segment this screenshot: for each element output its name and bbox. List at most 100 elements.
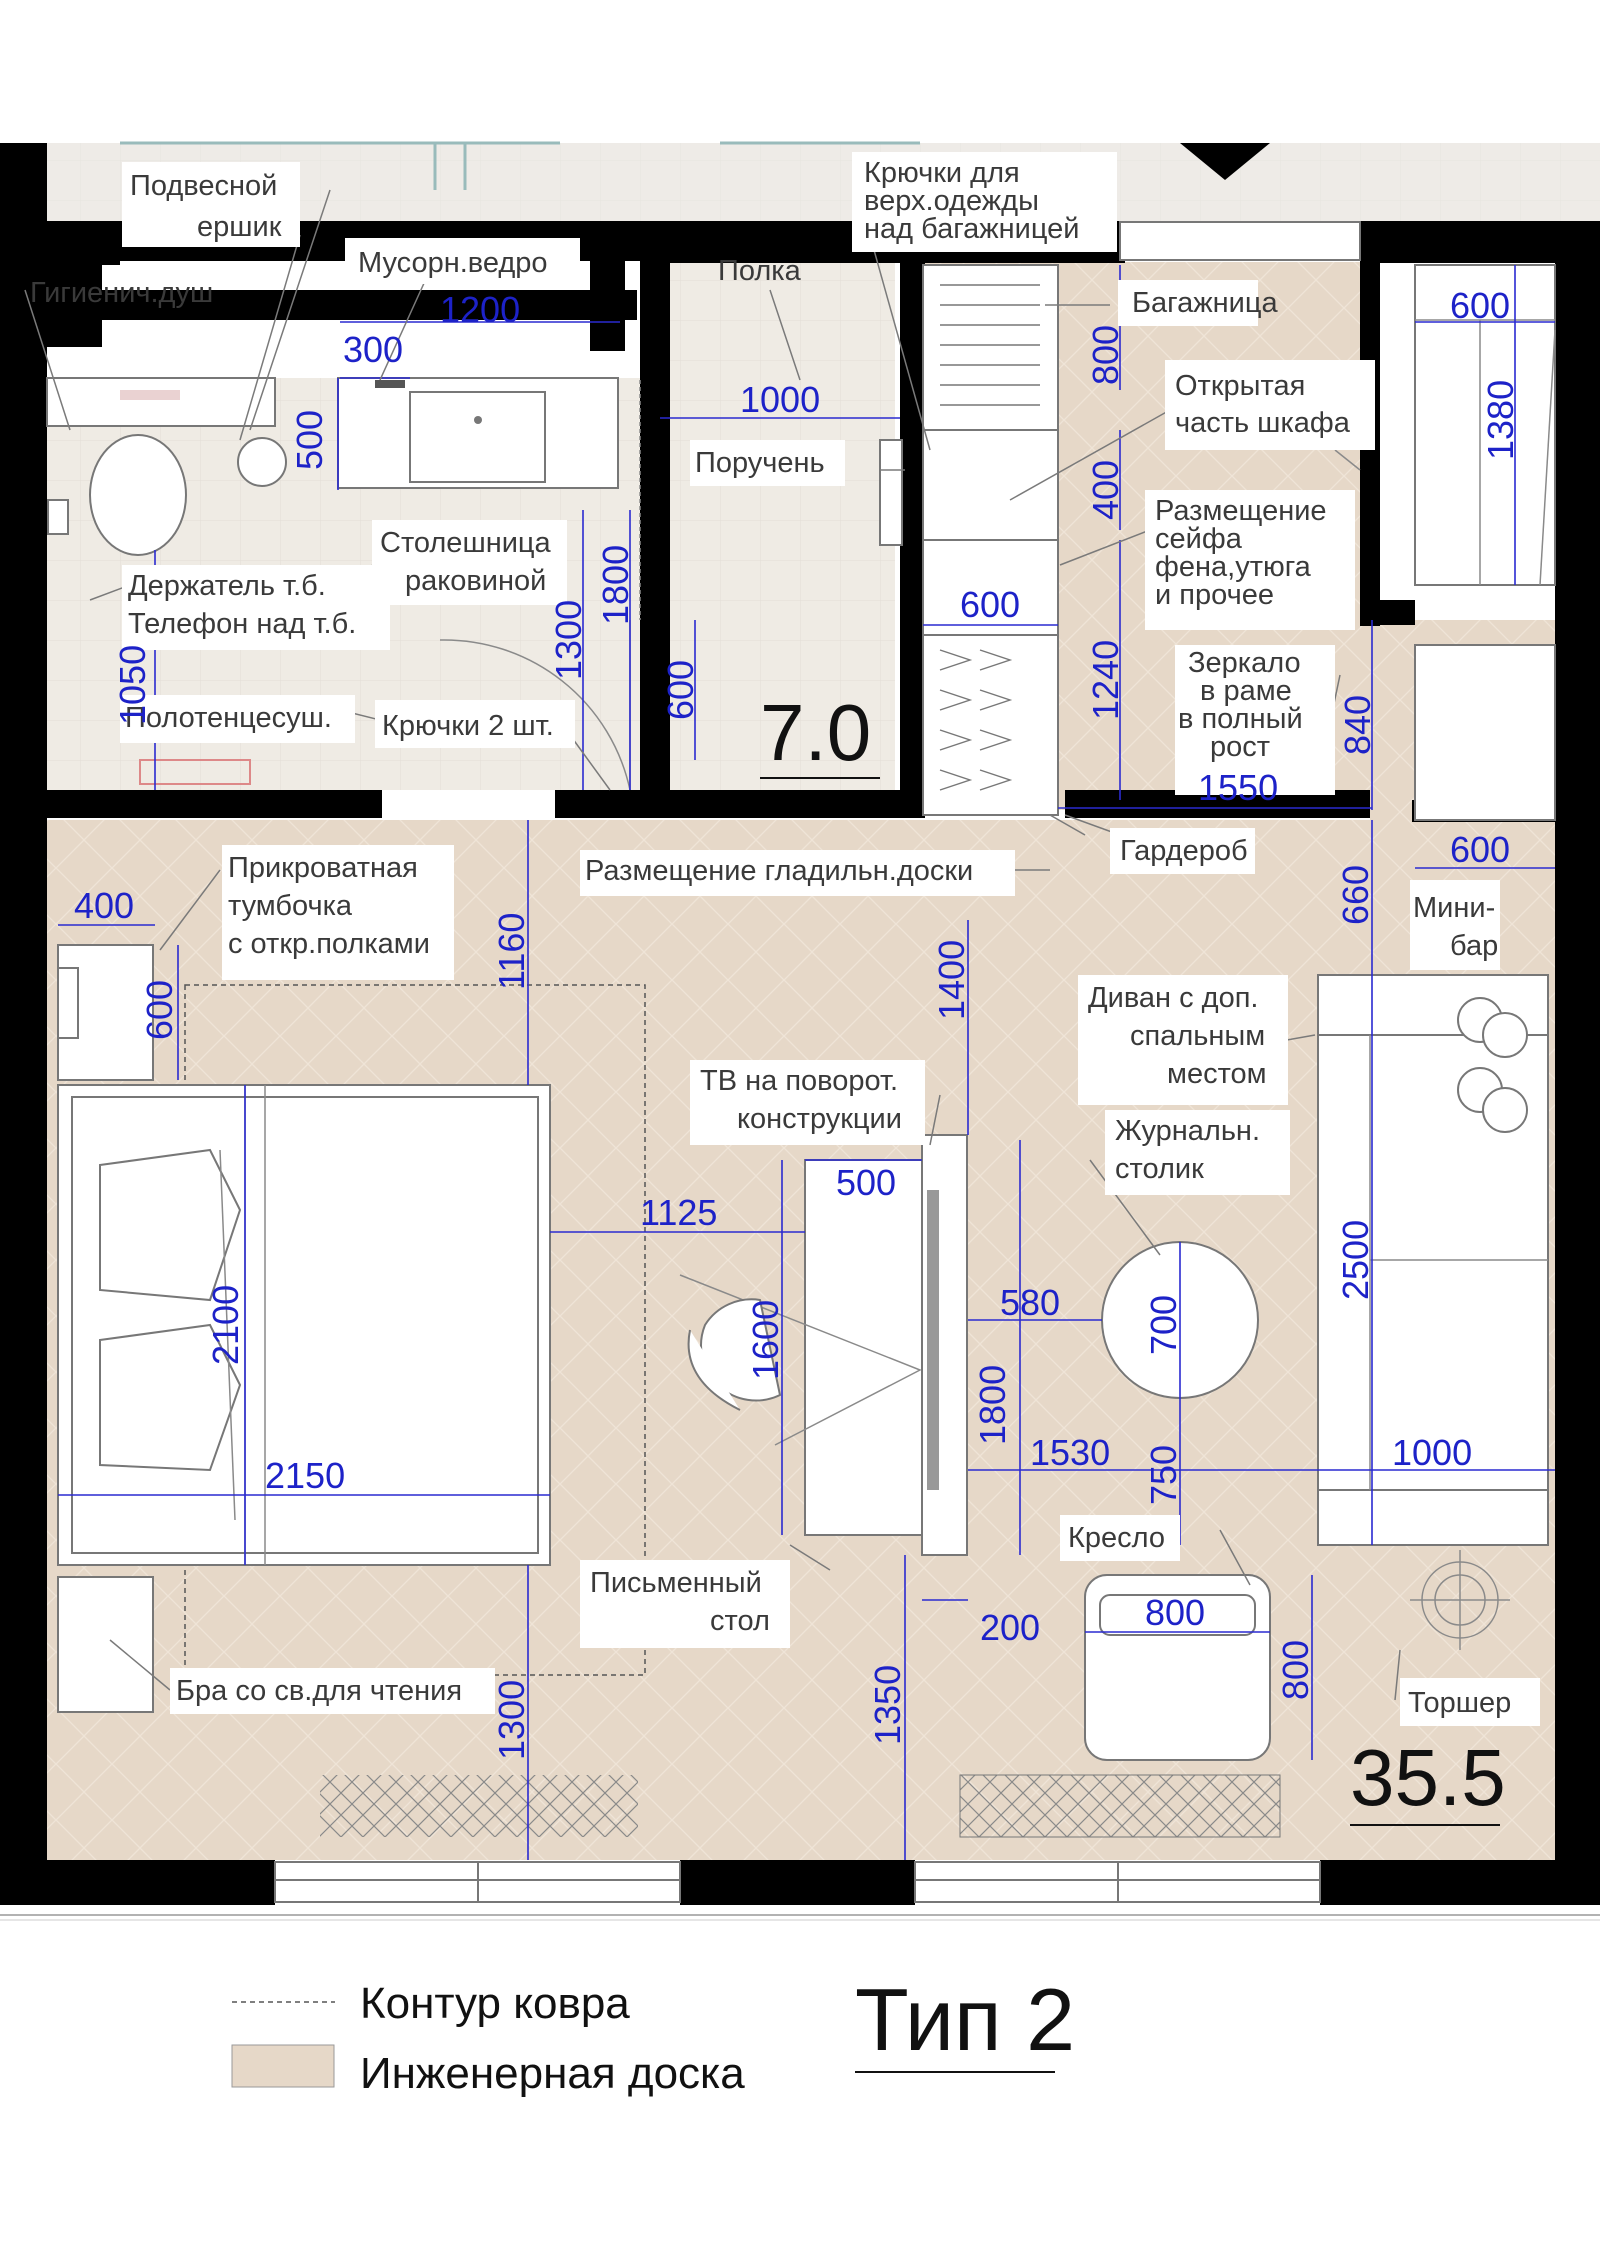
label-countertop: Столешница	[380, 527, 552, 559]
svg-text:фена,утюга: фена,утюга	[1155, 551, 1312, 583]
label-hanging-brush: Подвесной	[130, 170, 277, 202]
floor-lamp-icon	[1410, 1550, 1510, 1650]
svg-text:стол: стол	[710, 1605, 770, 1637]
svg-text:тумбочка: тумбочка	[228, 890, 353, 922]
svg-text:600: 600	[960, 584, 1020, 625]
side-cabinet	[1414, 264, 1556, 821]
svg-text:600: 600	[1450, 829, 1510, 870]
label-hooks-two: Крючки 2 шт.	[382, 710, 554, 742]
svg-text:800: 800	[1085, 325, 1126, 385]
label-minibar: Мини-	[1413, 892, 1495, 924]
svg-text:1350: 1350	[867, 1665, 908, 1745]
svg-text:800: 800	[1145, 1592, 1205, 1633]
svg-text:840: 840	[1337, 695, 1378, 755]
minibar	[1414, 644, 1556, 821]
svg-text:в полный: в полный	[1178, 703, 1303, 735]
rug-right	[959, 1774, 1281, 1838]
label-reading-light: Бра со св.для чтения	[176, 1675, 462, 1707]
svg-text:1050: 1050	[112, 645, 153, 725]
bedside-table-bottom	[57, 1576, 154, 1713]
area-room: 35.5	[1350, 1733, 1506, 1822]
label-tv: ТВ на поворот.	[700, 1065, 898, 1097]
label-hooks-upper: Крючки для	[864, 157, 1020, 189]
svg-text:300: 300	[343, 329, 403, 370]
label-safe: Размещение	[1155, 495, 1327, 527]
svg-text:часть шкафа: часть шкафа	[1175, 407, 1351, 439]
legend: Контур ковра Инженерная доска	[231, 1979, 745, 2098]
label-phone: Телефон над т.б.	[128, 608, 356, 640]
svg-text:1600: 1600	[745, 1300, 786, 1380]
svg-text:1550: 1550	[1198, 767, 1278, 808]
svg-text:1800: 1800	[972, 1365, 1013, 1445]
toilet-icon	[89, 434, 187, 556]
svg-text:1000: 1000	[1392, 1432, 1472, 1473]
svg-text:500: 500	[289, 410, 330, 470]
svg-text:700: 700	[1143, 1295, 1184, 1355]
label-desk: Письменный	[590, 1567, 762, 1599]
entrance-marker	[1180, 143, 1270, 180]
svg-text:1240: 1240	[1085, 640, 1126, 720]
svg-text:местом: местом	[1167, 1058, 1267, 1090]
svg-text:рост: рост	[1210, 731, 1270, 763]
bathroom-fixtures	[46, 377, 903, 791]
label-open-wardrobe: Открытая	[1175, 370, 1305, 402]
label-hygienic-shower: Гигиенич.душ	[30, 277, 213, 309]
svg-text:400: 400	[1085, 460, 1126, 520]
svg-text:спальным: спальным	[1130, 1020, 1265, 1052]
label-towel-dryer: Полотенцесуш.	[125, 702, 332, 734]
svg-text:столик: столик	[1115, 1153, 1204, 1185]
svg-text:600: 600	[1450, 285, 1510, 326]
svg-text:с откр.полками: с откр.полками	[228, 928, 430, 960]
label-trash-bin: Мусорн.ведро	[358, 247, 548, 279]
label-handrail: Поручень	[695, 447, 825, 479]
label-sofa: Диван с доп.	[1088, 982, 1259, 1014]
label-armchair: Кресло	[1068, 1522, 1165, 1554]
svg-text:1300: 1300	[548, 600, 589, 680]
label-shelf: Полка	[718, 255, 802, 287]
svg-text:2150: 2150	[265, 1455, 345, 1496]
svg-text:в раме: в раме	[1200, 675, 1292, 707]
armchair	[1084, 1574, 1271, 1761]
label-luggage-rack: Багажница	[1132, 287, 1278, 319]
label-coffee-table: Журнальн.	[1115, 1115, 1260, 1147]
svg-text:2100: 2100	[205, 1285, 246, 1365]
label-floor-lamp: Торшер	[1408, 1687, 1511, 1719]
legend-board: Инженерная доска	[360, 2049, 745, 2098]
svg-text:1400: 1400	[931, 940, 972, 1020]
legend-board-swatch	[231, 2044, 335, 2088]
door-arc	[439, 639, 631, 791]
svg-text:1125: 1125	[640, 1192, 717, 1233]
bed	[57, 1084, 551, 1566]
label-ironing-board: Размещение гладильн.доски	[585, 855, 973, 887]
sofa	[1317, 974, 1549, 1546]
svg-text:конструкции: конструкции	[737, 1103, 902, 1135]
svg-text:600: 600	[139, 980, 180, 1040]
svg-text:1000: 1000	[740, 379, 820, 420]
svg-text:и прочее: и прочее	[1155, 579, 1274, 611]
svg-text:раковиной: раковиной	[405, 565, 546, 597]
svg-text:1160: 1160	[491, 913, 532, 990]
wardrobe	[922, 221, 1361, 816]
legend-carpet: Контур ковра	[360, 1979, 630, 2028]
rug-left	[320, 1775, 638, 1837]
svg-text:400: 400	[74, 885, 134, 926]
label-mirror: Зеркало	[1188, 647, 1301, 679]
label-bedside-table: Прикроватная	[228, 852, 418, 884]
svg-text:200: 200	[980, 1607, 1040, 1648]
svg-text:1800: 1800	[595, 545, 636, 625]
type-title: Тип 2	[855, 1970, 1075, 2069]
dim-1200: 1200	[440, 289, 520, 330]
svg-text:1300: 1300	[491, 1680, 532, 1760]
svg-text:580: 580	[1000, 1282, 1060, 1323]
svg-text:500: 500	[836, 1162, 896, 1203]
area-bathroom: 7.0	[760, 688, 871, 777]
svg-text:660: 660	[1335, 865, 1376, 925]
svg-text:верх.одежды: верх.одежды	[864, 185, 1039, 217]
svg-text:800: 800	[1275, 1640, 1316, 1700]
svg-text:750: 750	[1143, 1445, 1184, 1505]
svg-text:над багажницей: над багажницей	[864, 213, 1080, 245]
svg-text:1380: 1380	[1480, 380, 1521, 460]
svg-text:бар: бар	[1450, 930, 1498, 962]
svg-text:600: 600	[660, 660, 701, 720]
